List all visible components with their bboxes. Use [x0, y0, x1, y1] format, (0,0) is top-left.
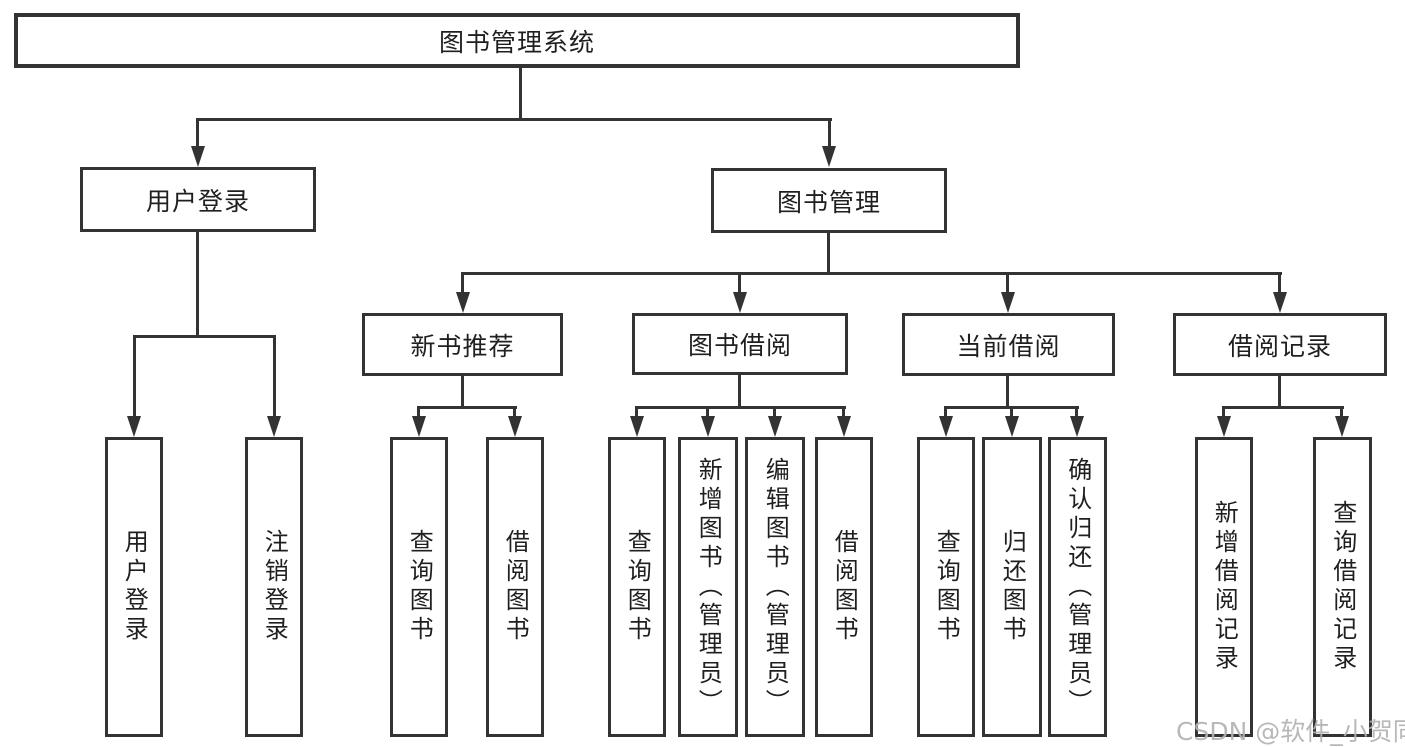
- node-new-book-recommend-label: 新书推荐: [410, 331, 515, 361]
- connector-line: [1075, 406, 1078, 420]
- leaf-records-query-borrow-record-label: 查询借阅记录: [1328, 500, 1357, 674]
- node-book-management-label: 图书管理: [776, 187, 881, 217]
- leaf-borrowing-query-books: 查询图书: [608, 437, 666, 737]
- leaf-borrowing-borrow-books-label: 借阅图书: [830, 529, 859, 645]
- connector-line: [273, 335, 276, 419]
- connector-line: [842, 406, 845, 420]
- arrow-down-icon: [1335, 416, 1349, 437]
- connector-line: [1006, 272, 1009, 296]
- arrow-down-icon: [1070, 416, 1084, 437]
- connector-line: [519, 66, 522, 120]
- connector-line: [196, 118, 199, 148]
- connector-line: [133, 335, 276, 338]
- node-book-borrowing-label: 图书借阅: [687, 331, 792, 360]
- connector-line: [635, 406, 846, 409]
- arrow-down-icon: [267, 416, 281, 437]
- leaf-recommend-borrow-books-label: 借阅图书: [501, 529, 530, 645]
- leaf-borrowing-edit-books-admin-label: 编辑图书（管理员）: [761, 456, 790, 718]
- arrow-down-icon: [1273, 292, 1287, 313]
- leaf-records-add-borrow-record-label: 新增借阅记录: [1210, 500, 1239, 674]
- arrow-down-icon: [822, 146, 836, 167]
- arrow-down-icon: [1217, 416, 1231, 437]
- connector-line: [1340, 406, 1343, 420]
- leaf-current-confirm-return-admin: 确认归还（管理员）: [1048, 437, 1107, 737]
- node-user-login-label: 用户登录: [145, 186, 250, 216]
- connector-line: [1278, 272, 1281, 296]
- node-book-management: 图书管理: [711, 168, 947, 233]
- arrow-down-icon: [837, 416, 851, 437]
- leaf-logout-login: 注销登录: [245, 437, 303, 737]
- connector-line: [196, 118, 832, 121]
- leaf-borrowing-borrow-books: 借阅图书: [815, 437, 873, 737]
- arrow-down-icon: [768, 416, 782, 437]
- connector-line: [196, 230, 199, 338]
- arrow-down-icon: [1001, 292, 1015, 313]
- leaf-current-return-books: 归还图书: [982, 437, 1042, 737]
- connector-line: [461, 374, 464, 408]
- node-current-borrowing-label: 当前借阅: [956, 331, 1061, 361]
- leaf-borrowing-edit-books-admin: 编辑图书（管理员）: [745, 437, 805, 737]
- arrow-down-icon: [508, 416, 522, 437]
- leaf-current-confirm-return-admin-label: 确认归还（管理员）: [1063, 456, 1092, 718]
- node-borrowing-records-label: 借阅记录: [1227, 331, 1332, 361]
- connector-line: [417, 406, 517, 409]
- connector-line: [635, 406, 638, 420]
- leaf-records-query-borrow-record: 查询借阅记录: [1313, 437, 1372, 737]
- connector-line: [1222, 406, 1344, 409]
- connector-line: [738, 272, 741, 296]
- connector-line: [133, 335, 136, 419]
- connector-line: [1006, 374, 1009, 409]
- connector-line: [461, 272, 1282, 275]
- connector-line: [417, 406, 420, 420]
- arrow-down-icon: [456, 292, 470, 313]
- leaf-borrowing-add-books-admin-label: 新增图书（管理员）: [694, 456, 723, 718]
- arrow-down-icon: [939, 416, 953, 437]
- connector-line: [513, 406, 516, 420]
- node-root: 图书管理系统: [14, 13, 1020, 68]
- connector-line: [1278, 374, 1281, 409]
- node-borrowing-records: 借阅记录: [1173, 313, 1387, 376]
- connector-line: [828, 118, 831, 148]
- leaf-current-query-books: 查询图书: [917, 437, 975, 737]
- leaf-borrowing-query-books-label: 查询图书: [623, 529, 652, 645]
- arrow-down-icon: [733, 292, 747, 313]
- leaf-borrowing-add-books-admin: 新增图书（管理员）: [678, 437, 738, 737]
- connector-line: [827, 231, 830, 275]
- connector-line: [944, 406, 947, 420]
- leaf-user-login: 用户登录: [105, 437, 163, 737]
- leaf-current-return-books-label: 归还图书: [998, 529, 1027, 645]
- arrow-down-icon: [191, 146, 205, 167]
- node-current-borrowing: 当前借阅: [902, 313, 1115, 376]
- arrow-down-icon: [701, 416, 715, 437]
- arrow-down-icon: [412, 416, 426, 437]
- connector-line: [738, 373, 741, 409]
- connector-line: [1010, 406, 1013, 420]
- connector-line: [706, 406, 709, 420]
- connector-line: [1222, 406, 1225, 420]
- node-new-book-recommend: 新书推荐: [362, 313, 563, 376]
- node-user-login: 用户登录: [80, 167, 316, 232]
- arrow-down-icon: [630, 416, 644, 437]
- leaf-recommend-borrow-books: 借阅图书: [486, 437, 544, 737]
- arrow-down-icon: [1005, 416, 1019, 437]
- arrow-down-icon: [127, 416, 141, 437]
- leaf-user-login-label: 用户登录: [120, 529, 149, 645]
- connector-line: [461, 272, 464, 296]
- leaf-recommend-query-books-label: 查询图书: [405, 529, 434, 645]
- leaf-current-query-books-label: 查询图书: [932, 529, 961, 645]
- node-book-borrowing: 图书借阅: [632, 313, 848, 375]
- leaf-logout-login-label: 注销登录: [260, 529, 289, 645]
- node-root-label: 图书管理系统: [438, 27, 595, 57]
- connector-line: [773, 406, 776, 420]
- csdn-watermark: CSDN @软件_小贺同学: [1176, 717, 1405, 746]
- leaf-recommend-query-books: 查询图书: [390, 437, 448, 737]
- leaf-records-add-borrow-record: 新增借阅记录: [1195, 437, 1253, 737]
